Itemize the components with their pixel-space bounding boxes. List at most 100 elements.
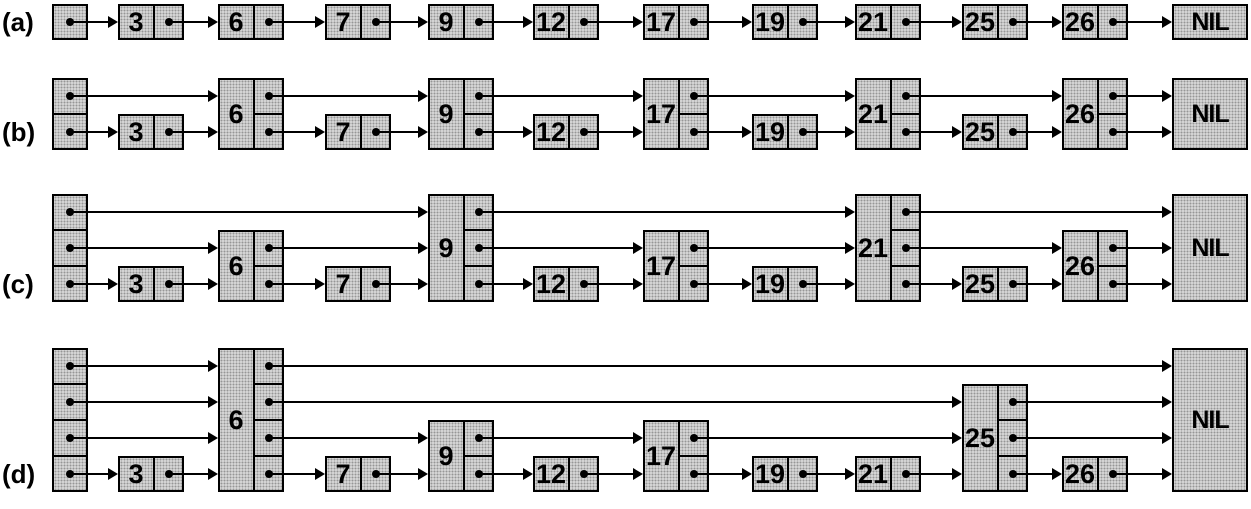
node-value: 26 <box>1064 98 1096 129</box>
arrow-line <box>269 283 317 285</box>
arrow-line <box>694 437 954 439</box>
arrow-line <box>906 95 1054 97</box>
node-value: 9 <box>438 440 454 471</box>
arrowhead-icon <box>633 126 643 138</box>
cell-divider <box>153 456 155 492</box>
cell-divider <box>463 265 494 267</box>
cell-divider <box>153 114 155 150</box>
cell-divider <box>463 194 465 302</box>
cell-divider <box>463 113 494 115</box>
arrowhead-icon <box>108 278 118 290</box>
arrow-line <box>169 131 210 133</box>
arrow-line <box>584 21 635 23</box>
arrowhead-icon <box>633 278 643 290</box>
arrowhead-icon <box>1162 360 1172 372</box>
cell-divider <box>360 266 362 302</box>
cell-divider <box>678 455 709 457</box>
cell-divider <box>997 384 999 492</box>
arrow-line <box>803 283 847 285</box>
cell-divider <box>890 194 892 302</box>
node-value: 9 <box>438 6 454 37</box>
node-value: 19 <box>754 6 786 37</box>
nil-box <box>1172 4 1248 40</box>
arrowhead-icon <box>633 242 643 254</box>
cell-divider <box>890 456 892 492</box>
arrowhead-icon <box>208 242 218 254</box>
arrow-line <box>803 473 847 475</box>
arrowhead-icon <box>208 90 218 102</box>
arrowhead-icon <box>208 16 218 28</box>
cell-divider <box>568 114 570 150</box>
arrowhead-icon <box>418 468 428 480</box>
arrow-line <box>694 473 744 475</box>
cell-divider <box>568 4 570 40</box>
arrow-line <box>70 473 110 475</box>
arrowhead-icon <box>1052 90 1062 102</box>
arrowhead-icon <box>523 278 533 290</box>
cell-divider <box>890 113 921 115</box>
node-value: 7 <box>335 116 351 147</box>
nil-box <box>1172 78 1248 150</box>
arrowhead-icon <box>315 16 325 28</box>
cell-divider <box>787 114 789 150</box>
arrow-line <box>269 21 317 23</box>
cell-divider <box>1097 113 1128 115</box>
arrow-line <box>584 283 635 285</box>
node-value: 9 <box>438 232 454 263</box>
cell-divider <box>253 4 255 40</box>
node-value: 7 <box>335 268 351 299</box>
arrow-line <box>269 437 420 439</box>
arrowhead-icon <box>1162 16 1172 28</box>
arrow-line <box>70 211 420 213</box>
arrow-line <box>269 131 317 133</box>
arrowhead-icon <box>633 16 643 28</box>
arrow-line <box>169 473 210 475</box>
arrowhead-icon <box>742 126 752 138</box>
arrowhead-icon <box>1052 468 1062 480</box>
arrow-line <box>70 401 210 403</box>
arrow-line <box>479 211 847 213</box>
node-value: 3 <box>128 268 144 299</box>
arrowhead-icon <box>208 360 218 372</box>
cell-divider <box>52 419 88 421</box>
arrowhead-icon <box>845 16 855 28</box>
cell-divider <box>463 4 465 40</box>
node-value: 26 <box>1064 458 1096 489</box>
arrow-line <box>1013 283 1054 285</box>
cell-divider <box>52 265 88 267</box>
arrow-line <box>803 21 847 23</box>
arrow-line <box>479 21 525 23</box>
arrowhead-icon <box>208 396 218 408</box>
arrow-line <box>169 21 210 23</box>
arrowhead-icon <box>952 278 962 290</box>
cell-divider <box>52 383 88 385</box>
arrowhead-icon <box>108 126 118 138</box>
arrowhead-icon <box>418 126 428 138</box>
cell-divider <box>52 113 88 115</box>
arrowhead-icon <box>952 396 962 408</box>
arrow-line <box>1113 95 1164 97</box>
arrowhead-icon <box>845 468 855 480</box>
cell-divider <box>360 456 362 492</box>
cell-divider <box>678 265 709 267</box>
cell-divider <box>253 419 284 421</box>
node-value: 25 <box>964 422 996 453</box>
node-value: 17 <box>645 98 677 129</box>
cell-divider <box>463 229 494 231</box>
arrowhead-icon <box>1162 278 1172 290</box>
arrow-line <box>376 21 420 23</box>
arrow-line <box>694 95 847 97</box>
arrow-line <box>479 283 525 285</box>
arrow-line <box>169 283 210 285</box>
arrow-line <box>269 247 420 249</box>
node-value: 12 <box>535 6 567 37</box>
arrow-line <box>906 21 954 23</box>
cell-divider <box>890 4 892 40</box>
node-value: 21 <box>857 232 889 263</box>
arrowhead-icon <box>633 468 643 480</box>
arrowhead-icon <box>1162 242 1172 254</box>
node-value: 6 <box>228 404 244 435</box>
arrowhead-icon <box>845 242 855 254</box>
arrowhead-icon <box>208 468 218 480</box>
node-value: 3 <box>128 116 144 147</box>
